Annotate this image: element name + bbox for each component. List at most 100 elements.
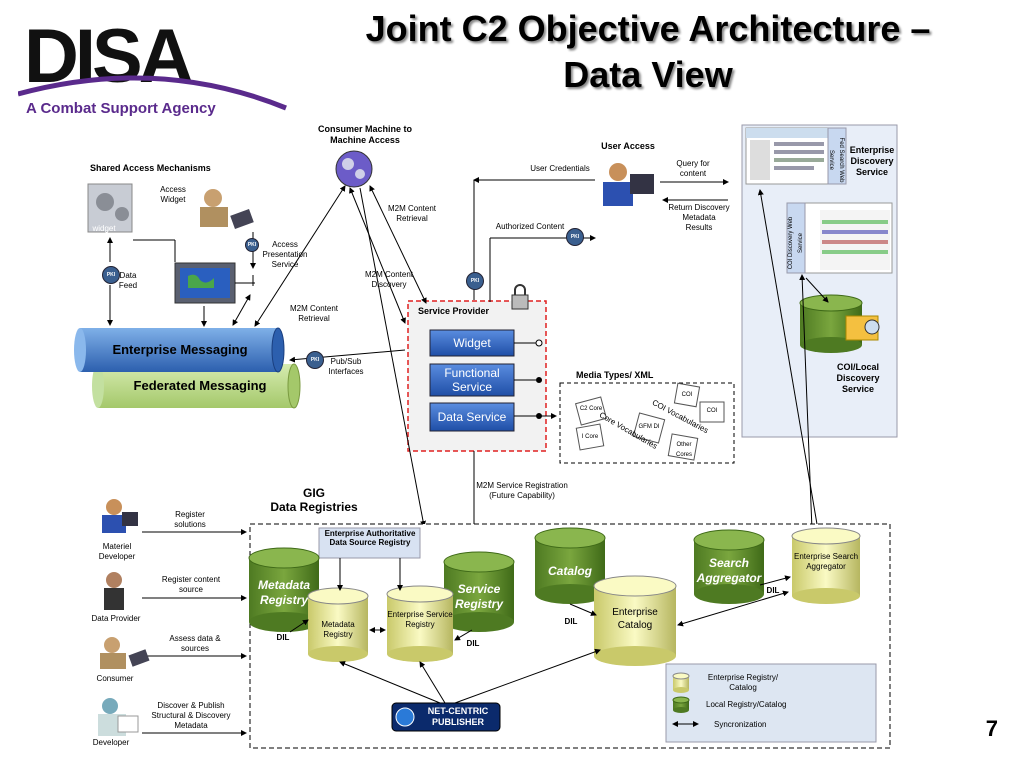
enterprise-catalog-yellow-cyl bbox=[593, 575, 677, 666]
enterprise-search-aggregator-yellow-cyl bbox=[791, 527, 861, 604]
enterprise-discovery-label: Enterprise Discovery Service bbox=[849, 145, 895, 177]
pki-badge-pubsub: PKI bbox=[306, 351, 324, 369]
vocab-doc-other: Other Cores bbox=[675, 442, 692, 458]
authorized-content-label: Authorized Content bbox=[495, 222, 565, 231]
enterprise-service-registry-yellow-cyl bbox=[386, 585, 454, 662]
data-service-box bbox=[429, 402, 515, 432]
pki-badge-credentials: PKI bbox=[466, 272, 484, 290]
authoritative-registry-label-box bbox=[318, 527, 421, 559]
fed-search-tab bbox=[827, 127, 847, 185]
dil-label-service: DIL bbox=[466, 639, 480, 648]
consumer-machine-gear-icon bbox=[335, 150, 373, 188]
widget-box bbox=[429, 329, 515, 357]
vocab-doc-coi-2: COI bbox=[706, 408, 718, 414]
disa-logo: DISA bbox=[18, 14, 287, 111]
logo-tagline: A Combat Support Agency bbox=[26, 100, 216, 117]
catalog-green-cyl bbox=[534, 527, 606, 604]
m2m-registration-label: M2M Service Registration (Future Capabil… bbox=[476, 481, 568, 500]
access-widget-label: Access Widget bbox=[160, 185, 186, 204]
pki-badge-datafeed: PKI bbox=[102, 266, 120, 284]
service-registry-green-cyl bbox=[443, 551, 515, 632]
search-aggregator-label: Search Aggregator bbox=[696, 556, 762, 585]
legend-enterprise-swatch bbox=[672, 672, 690, 693]
page-title: Joint C2 Objective Architecture – Data V… bbox=[268, 6, 1024, 98]
gig-title-line-2: Data Registries bbox=[270, 500, 358, 514]
consumer-machine-label: Consumer Machine to Machine Access bbox=[317, 124, 412, 145]
vocab-doc-c2core: C2 Core bbox=[579, 406, 603, 412]
soldier-user-icon bbox=[200, 189, 254, 229]
action-register-content: Register content source bbox=[161, 575, 221, 594]
dil-label-metadata: DIL bbox=[276, 633, 290, 642]
title-line-2: Data View bbox=[563, 54, 733, 95]
actor-data-provider: Data Provider bbox=[91, 614, 141, 623]
search-aggregator-green-cyl bbox=[693, 529, 765, 604]
functional-service-label: Functional Service bbox=[444, 366, 500, 394]
catalog-label: Catalog bbox=[547, 564, 592, 578]
legend-local-label: Local Registry/Catalog bbox=[706, 700, 787, 709]
legend-enterprise-label: Enterprise Registry/ Catalog bbox=[707, 673, 779, 692]
enterprise-messaging-pill bbox=[74, 327, 285, 373]
federated-messaging-label: Federated Messaging bbox=[133, 378, 267, 393]
dil-label-catalog: DIL bbox=[564, 617, 578, 626]
pub-sub-label: Pub/Sub Interfaces bbox=[328, 357, 364, 376]
action-register-solutions: Register solutions bbox=[174, 510, 206, 529]
query-for-content-label: Query for content bbox=[676, 159, 710, 178]
legend-local-swatch bbox=[672, 696, 690, 713]
data-service-label: Data Service bbox=[437, 410, 507, 424]
m2m-content-discovery-label: M2M Content Discovery bbox=[364, 270, 414, 289]
metadata-registry-yellow-cyl bbox=[307, 587, 369, 662]
actor-developer: Developer bbox=[92, 738, 130, 747]
vocab-doc-coi-1: COI bbox=[681, 392, 693, 398]
functional-service-box bbox=[429, 363, 515, 397]
net-centric-publisher-badge bbox=[391, 702, 501, 732]
return-discovery-label: Return Discovery Metadata Results bbox=[668, 203, 730, 232]
coi-discovery-label: COI Discovery Web Service bbox=[788, 216, 804, 270]
authoritative-registry-label: Enterprise Authoritative Data Source Reg… bbox=[324, 529, 416, 547]
widget-label: Widget bbox=[453, 336, 491, 350]
consumer-icon bbox=[100, 637, 150, 669]
access-presentation-label: Access Presentation Service bbox=[262, 240, 308, 269]
gig-title-line-1: GIG bbox=[302, 486, 325, 500]
enterprise-messaging-label: Enterprise Messaging bbox=[112, 342, 248, 357]
data-feed-label: Data Feed bbox=[118, 271, 138, 290]
metadata-registry-small-label: Metadata Registry bbox=[321, 620, 355, 639]
user-access-label: User Access bbox=[601, 141, 655, 151]
user-access-person-icon bbox=[603, 163, 654, 206]
vocab-doc-icore: I Core bbox=[581, 434, 599, 440]
legend-box bbox=[665, 663, 877, 743]
enterprise-catalog-label: Enterprise Catalog bbox=[612, 607, 658, 631]
page-number: 7 bbox=[985, 716, 998, 741]
title-line-1: Joint C2 Objective Architecture – bbox=[365, 8, 931, 49]
vocab-doc-gfmdi: GFM DI bbox=[638, 424, 660, 430]
action-discover-publish: Discover & Publish Structural & Discover… bbox=[151, 701, 231, 730]
data-provider-icon bbox=[104, 572, 124, 610]
service-registry-label: Service Registry bbox=[454, 582, 504, 611]
gig-title: GIG Data Registries bbox=[264, 486, 364, 514]
vocab-docs bbox=[574, 382, 725, 461]
enterprise-search-aggregator-label: Enterprise Search Aggregator bbox=[793, 552, 859, 571]
developer-icon bbox=[98, 698, 139, 736]
metadata-registry-green-cyl bbox=[248, 547, 320, 632]
metadata-registry-big-label: Metadata Registry bbox=[257, 578, 310, 607]
fed-search-label: Fed Search Web Service bbox=[828, 137, 844, 183]
net-centric-publisher-label: NET-CENTRIC PUBLISHER bbox=[416, 706, 500, 728]
widget-icon-label: widget bbox=[92, 224, 116, 233]
m2m-content-retrieval-right-label: M2M Content Retrieval bbox=[387, 204, 437, 223]
actor-consumer: Consumer bbox=[96, 674, 134, 683]
pki-badge-presentation: PKI bbox=[245, 238, 259, 252]
lock-icon bbox=[511, 294, 529, 310]
materiel-developer-icon bbox=[102, 499, 138, 533]
user-credentials-label: User Credentials bbox=[530, 164, 590, 173]
m2m-content-retrieval-left-label: M2M Content Retrieval bbox=[289, 304, 339, 323]
service-provider-title: Service Provider bbox=[418, 306, 490, 316]
enterprise-service-registry-label: Enterprise Service Registry bbox=[387, 610, 453, 629]
media-types-title: Media Types/ XML bbox=[576, 370, 654, 380]
dil-label-aggregator: DIL bbox=[766, 586, 780, 595]
net-centric-line-1: NET-CENTRIC bbox=[427, 706, 489, 716]
shared-access-label: Shared Access Mechanisms bbox=[90, 163, 211, 173]
legend-sync-label: Syncronization bbox=[714, 720, 767, 729]
actor-materiel-developer: Materiel Developer bbox=[98, 542, 136, 561]
pki-badge-authorized: PKI bbox=[566, 228, 584, 246]
coi-local-label: COI/Local Discovery Service bbox=[836, 362, 880, 394]
